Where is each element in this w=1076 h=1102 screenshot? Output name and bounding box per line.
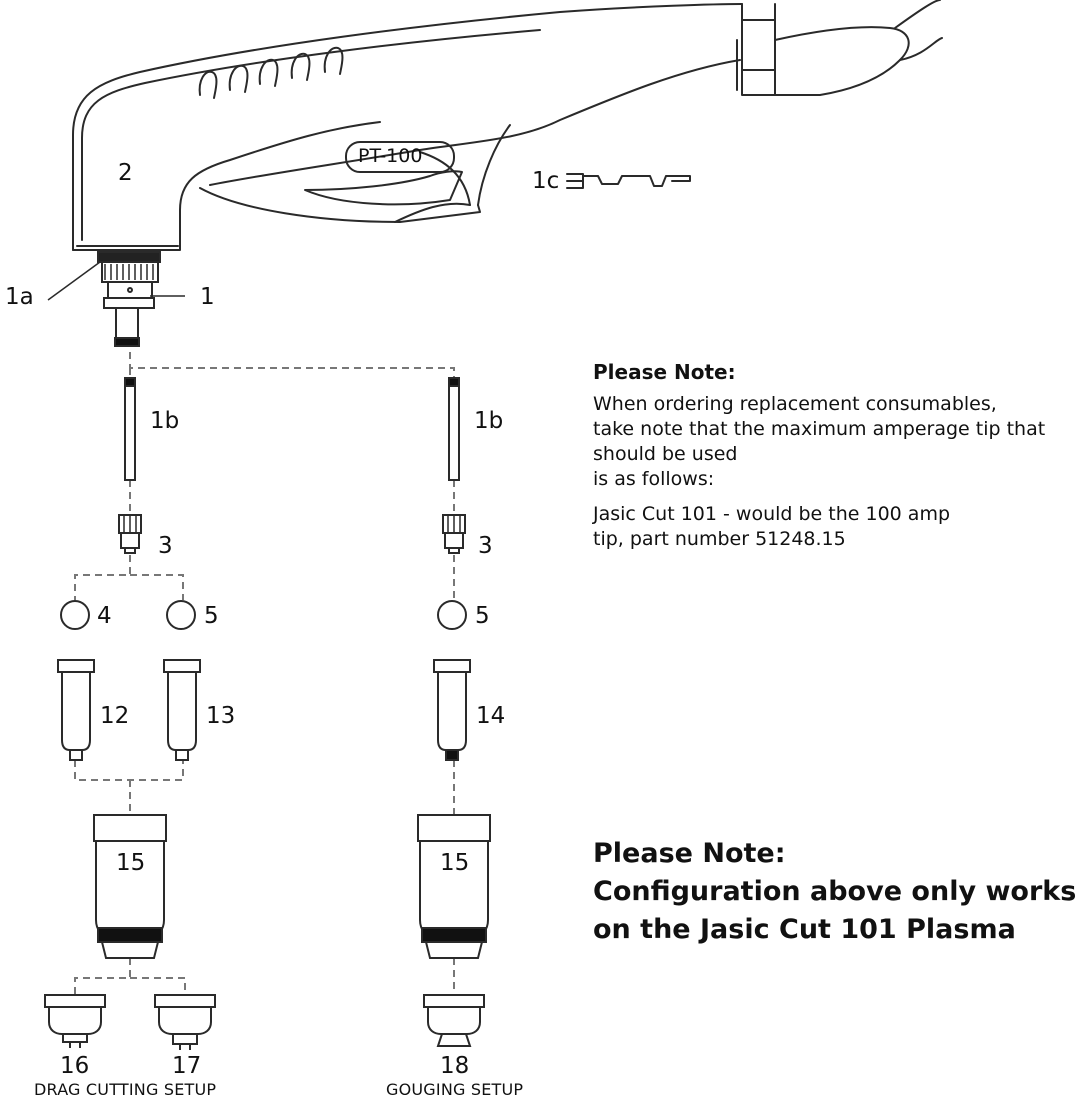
tip-13	[163, 659, 201, 761]
note-line: Jasic Cut 101 - would be the 100 amp	[593, 503, 951, 525]
leader-1a	[47, 261, 101, 301]
label-part-1b-left: 1b	[150, 408, 180, 434]
electrode-left	[124, 377, 136, 481]
drag-cutting-setup-caption: DRAG CUTTING SETUP	[34, 1080, 217, 1099]
consumables-note: Please Note: When ordering replacement c…	[593, 360, 1046, 552]
label-part-4: 4	[97, 603, 112, 629]
torch-handle	[199, 59, 741, 223]
configuration-note: Please Note: Configuration above only wo…	[593, 835, 1076, 949]
torch-cable	[736, 0, 943, 96]
torch-head	[72, 3, 743, 251]
part-1-body	[97, 251, 161, 347]
electrode-right	[448, 377, 460, 481]
note2-line: Configuration above only works	[593, 876, 1076, 907]
part-1c-shape	[566, 173, 691, 189]
label-part-5-left: 5	[204, 603, 219, 629]
gouging-setup-caption: GOUGING SETUP	[386, 1080, 524, 1099]
label-part-14: 14	[476, 703, 506, 729]
note-line: tip, part number 51248.15	[593, 528, 846, 550]
label-part-3-left: 3	[158, 533, 173, 559]
part-3-left	[118, 514, 142, 554]
note-line: take note that the maximum amperage tip …	[593, 418, 1046, 440]
gouging-tip-18	[423, 994, 485, 1047]
model-badge-frame	[345, 141, 455, 173]
drag-tip-16	[44, 994, 106, 1048]
oring-4	[60, 600, 90, 630]
tip-14	[433, 659, 471, 761]
label-part-16: 16	[60, 1053, 90, 1079]
torch-exploded-diagram	[44, 0, 943, 1050]
label-part-3-right: 3	[478, 533, 493, 559]
part-3-right	[442, 514, 466, 554]
note2-heading: Please Note:	[593, 838, 786, 869]
label-part-18: 18	[440, 1053, 470, 1079]
drag-tip-17	[154, 994, 216, 1050]
label-part-1a: 1a	[5, 284, 34, 310]
dashed-connectors	[74, 352, 455, 995]
model-badge-label: PT-100	[358, 145, 423, 167]
shield-cup-left	[93, 814, 167, 959]
note-line: is as follows:	[593, 468, 715, 490]
note-heading: Please Note:	[593, 360, 736, 384]
label-part-15-right: 15	[440, 850, 470, 876]
label-part-2: 2	[118, 160, 133, 186]
label-part-12: 12	[100, 703, 130, 729]
oring-5-left	[166, 600, 196, 630]
note2-line: on the Jasic Cut 101 Plasma	[593, 914, 1016, 945]
note-line: When ordering replacement consumables,	[593, 393, 997, 415]
label-part-1b-right: 1b	[474, 408, 504, 434]
label-part-13: 13	[206, 703, 236, 729]
grip-ridges	[198, 46, 344, 99]
label-part-17: 17	[172, 1053, 202, 1079]
oring-5-right	[437, 600, 467, 630]
note-line: should be used	[593, 443, 738, 465]
label-part-1c: 1c	[532, 168, 560, 194]
tip-12	[57, 659, 95, 761]
shield-cup-right	[417, 814, 491, 959]
label-part-15-left: 15	[116, 850, 146, 876]
label-part-1: 1	[200, 284, 215, 310]
label-part-5-right: 5	[475, 603, 490, 629]
